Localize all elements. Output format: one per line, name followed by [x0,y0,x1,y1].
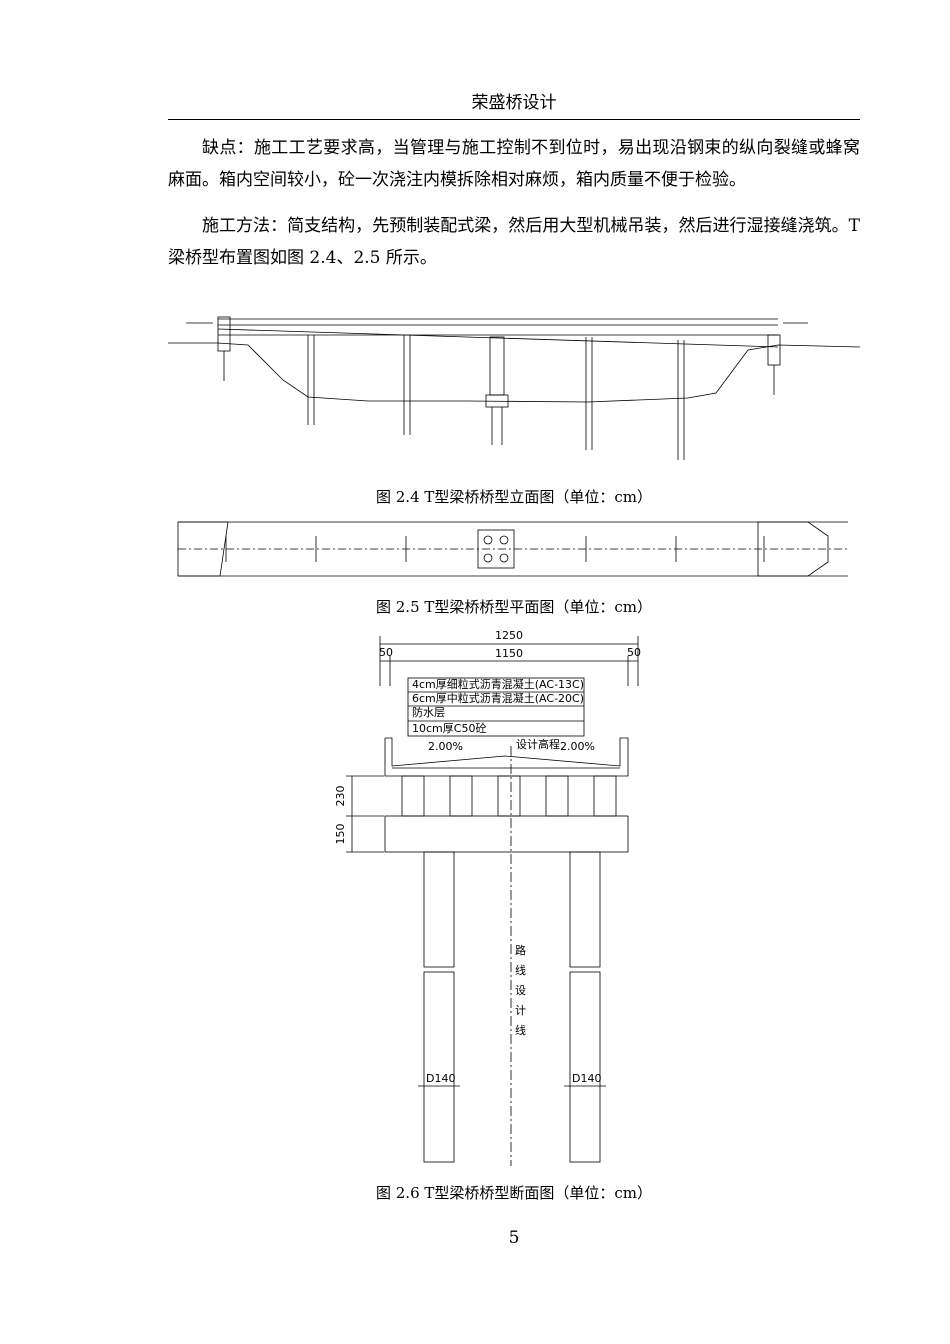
design-level: 设计高程 [516,737,560,751]
dim-h1: 230 [334,786,347,807]
layer-1: 4cm厚细粒式沥青混凝土(AC-13C) [412,677,584,691]
dim-center: 1150 [495,647,523,660]
figure-elevation-drawing [168,316,860,460]
running-header: 荣盛桥设计 [168,88,860,120]
figure-2-4-caption: 图 2.4 T型梁桥桥型立面图（单位：cm） [375,488,653,506]
pile-left-label: D140 [426,1072,455,1085]
slope-right: 2.00% [560,740,595,753]
dim-left: 50 [379,646,393,659]
figure-cross-section-drawing: 1250 1150 50 50 4cm厚细粒式沥青混凝土(AC-13C) 6cm… [334,629,641,1166]
page-number: 5 [508,1228,520,1248]
pile-right-label: D140 [572,1072,601,1085]
layer-2: 6cm厚中粒式沥青混凝土(AC-20C) [412,691,584,705]
route-char-3: 设 [515,984,526,997]
figure-2-5-caption: 图 2.5 T型梁桥桥型平面图（单位：cm） [375,598,653,616]
route-char-4: 计 [515,1004,526,1017]
paragraph-construction-method: 施工方法：简支结构，先预制装配式梁，然后用大型机械吊装，然后进行湿接缝浇筑。T … [168,216,860,268]
figure-2-6-caption: 图 2.6 T型梁桥桥型断面图（单位：cm） [375,1184,653,1202]
slope-left: 2.00% [428,740,463,753]
dim-right: 50 [627,646,641,659]
dim-total: 1250 [495,629,523,642]
dim-h2: 150 [334,824,347,845]
route-char-2: 线 [515,963,526,977]
paragraph-disadvantages: 缺点：施工工艺要求高，当管理与施工控制不到位时，易出现沿钢束的纵向裂缝或蜂窝麻面… [168,138,860,190]
layer-3: 防水层 [412,705,445,719]
route-char-1: 路 [515,944,526,957]
layer-4: 10cm厚C50砼 [412,722,486,735]
cross-section-labels: 1250 1150 50 50 4cm厚细粒式沥青混凝土(AC-13C) 6cm… [334,629,641,1085]
figure-plan-drawing [177,521,848,577]
route-char-5: 线 [515,1023,526,1037]
